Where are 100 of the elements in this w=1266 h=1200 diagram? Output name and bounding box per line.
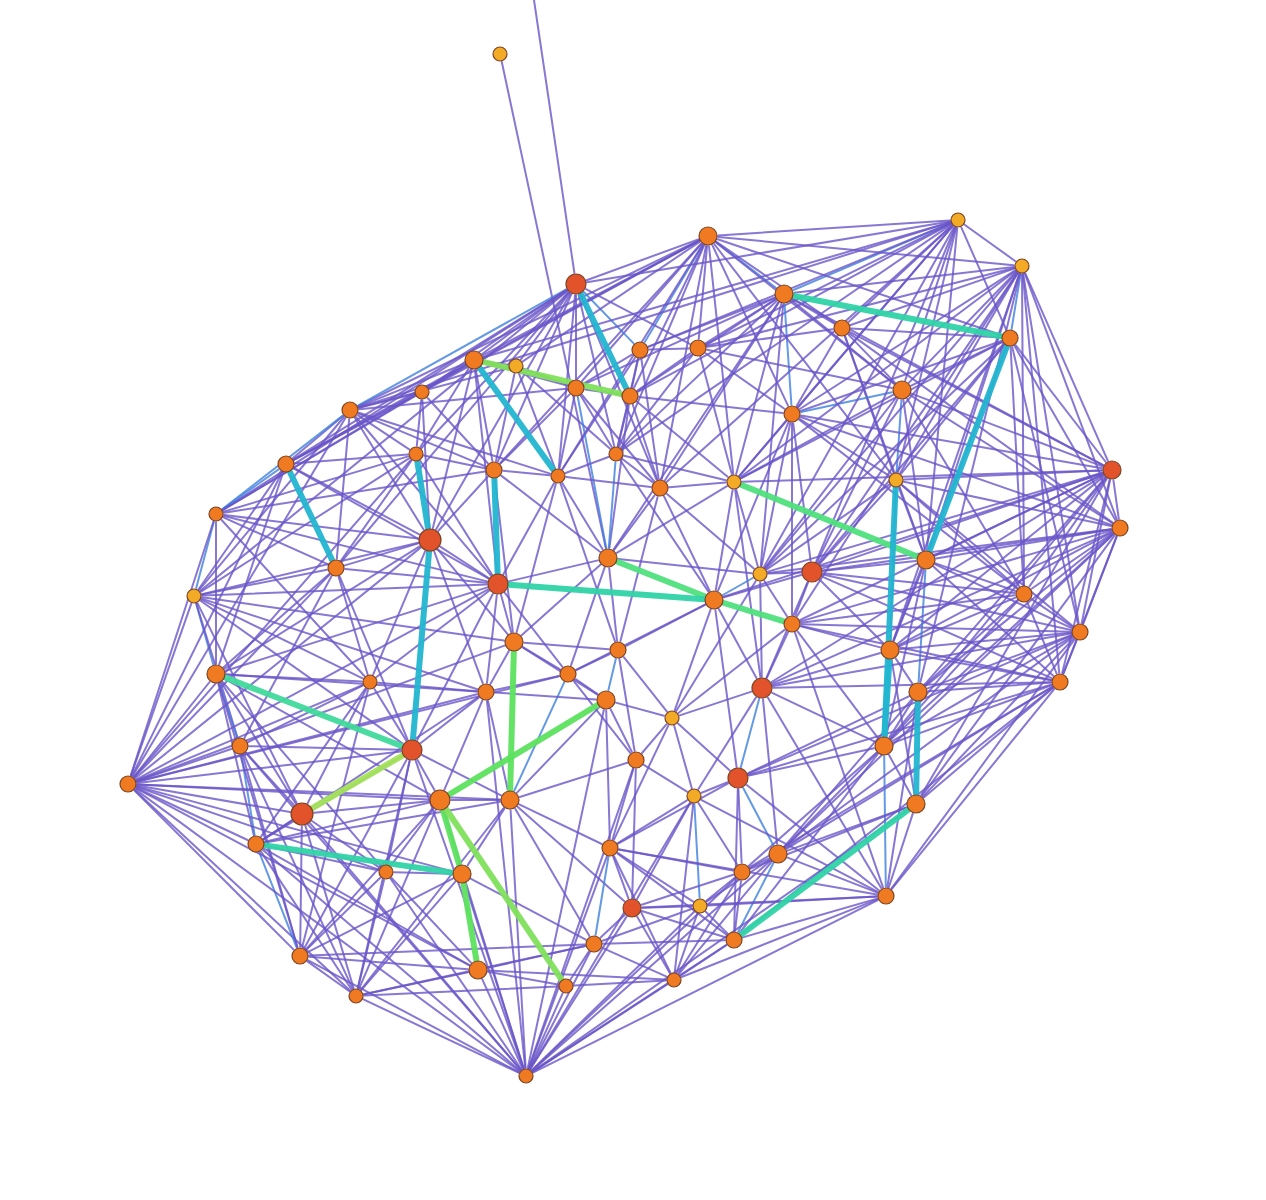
network-node bbox=[585, 935, 603, 953]
network-node bbox=[468, 960, 488, 980]
thick-edge-line bbox=[477, 365, 557, 473]
network-node bbox=[689, 339, 707, 357]
network-node bbox=[725, 931, 743, 949]
thick-edge-line bbox=[410, 549, 432, 742]
network-node bbox=[1051, 673, 1069, 691]
network-node bbox=[291, 947, 309, 965]
network-node bbox=[768, 844, 788, 864]
network-node bbox=[631, 341, 649, 359]
network-node bbox=[598, 548, 618, 568]
network-node bbox=[733, 863, 751, 881]
thick-edge-line bbox=[440, 807, 462, 868]
network-node bbox=[487, 573, 509, 595]
network-node bbox=[558, 978, 574, 994]
thick-edge-line bbox=[481, 359, 624, 397]
network-node bbox=[1071, 623, 1089, 641]
network-node bbox=[414, 384, 430, 400]
thick-edge-line bbox=[881, 485, 899, 739]
network-node bbox=[500, 790, 520, 810]
network-node bbox=[801, 561, 823, 583]
network-node bbox=[704, 590, 724, 610]
thick-edge-line bbox=[414, 459, 431, 531]
thick-edge-line bbox=[614, 558, 708, 600]
thick-edge-line bbox=[791, 293, 1004, 340]
network-node bbox=[950, 212, 966, 228]
network-node bbox=[1111, 519, 1129, 537]
network-node bbox=[452, 864, 472, 884]
network-node bbox=[559, 665, 577, 683]
network-node bbox=[378, 864, 394, 880]
network-node bbox=[621, 387, 639, 405]
network-node bbox=[751, 677, 773, 699]
network-node bbox=[492, 46, 508, 62]
network-node bbox=[727, 767, 749, 789]
network-node bbox=[565, 273, 587, 295]
thick-edge-line bbox=[738, 807, 911, 938]
network-node bbox=[464, 350, 484, 370]
network-node bbox=[666, 972, 682, 988]
network-node bbox=[651, 479, 669, 497]
thick-edge-line bbox=[287, 469, 335, 563]
network-node bbox=[627, 751, 645, 769]
thick-edge-line bbox=[222, 674, 405, 749]
network-node bbox=[908, 682, 928, 702]
network-node bbox=[783, 405, 801, 423]
thick-edge-line bbox=[309, 752, 406, 811]
network-node bbox=[290, 802, 314, 826]
network-node bbox=[518, 1068, 534, 1084]
network-node bbox=[567, 379, 585, 397]
network-node bbox=[504, 632, 524, 652]
thick-edge-line bbox=[491, 476, 501, 576]
network-node bbox=[327, 559, 345, 577]
network-node bbox=[231, 737, 249, 755]
network-node bbox=[726, 474, 742, 490]
network-node bbox=[877, 887, 895, 905]
thick-edge-line bbox=[507, 649, 517, 793]
network-node bbox=[692, 898, 708, 914]
network-node bbox=[752, 566, 768, 582]
network-node bbox=[1102, 460, 1122, 480]
network-node bbox=[664, 710, 680, 726]
network-node bbox=[1015, 585, 1033, 603]
network-node bbox=[119, 775, 137, 793]
network-node bbox=[774, 284, 794, 304]
network-node bbox=[429, 789, 451, 811]
network-node bbox=[601, 839, 619, 857]
network-node bbox=[550, 468, 566, 484]
network-node bbox=[892, 380, 912, 400]
network-node bbox=[277, 455, 295, 473]
network-node bbox=[401, 739, 423, 761]
network-node bbox=[362, 674, 378, 690]
network-node bbox=[1014, 258, 1030, 274]
network-node bbox=[874, 736, 894, 756]
network-node bbox=[247, 835, 265, 853]
network-node bbox=[888, 472, 904, 488]
thick-edge-line bbox=[738, 482, 920, 560]
network-node bbox=[1001, 329, 1019, 347]
network-node bbox=[186, 588, 202, 604]
network-node bbox=[833, 319, 851, 337]
network-node bbox=[906, 794, 926, 814]
network-node bbox=[880, 640, 900, 660]
network-node bbox=[408, 446, 424, 462]
thick-edge-line bbox=[460, 881, 480, 963]
network-node bbox=[596, 690, 616, 710]
thick-edge-line bbox=[262, 842, 455, 876]
thick-edge-line bbox=[913, 699, 921, 797]
network-node bbox=[686, 788, 702, 804]
network-node bbox=[916, 550, 936, 570]
network-node bbox=[418, 528, 442, 552]
thick-edge-line bbox=[720, 600, 787, 625]
thick-edge-line bbox=[577, 291, 629, 391]
thick-edge-line bbox=[926, 343, 1010, 554]
network-node bbox=[609, 641, 627, 659]
network-node bbox=[477, 683, 495, 701]
network-node bbox=[698, 226, 718, 246]
thick-edge-line bbox=[506, 581, 707, 603]
network-node bbox=[208, 506, 224, 522]
thick-edge-line bbox=[881, 657, 893, 739]
network-node bbox=[348, 988, 364, 1004]
network-node bbox=[622, 898, 642, 918]
network-node bbox=[608, 446, 624, 462]
network-node bbox=[508, 358, 524, 374]
